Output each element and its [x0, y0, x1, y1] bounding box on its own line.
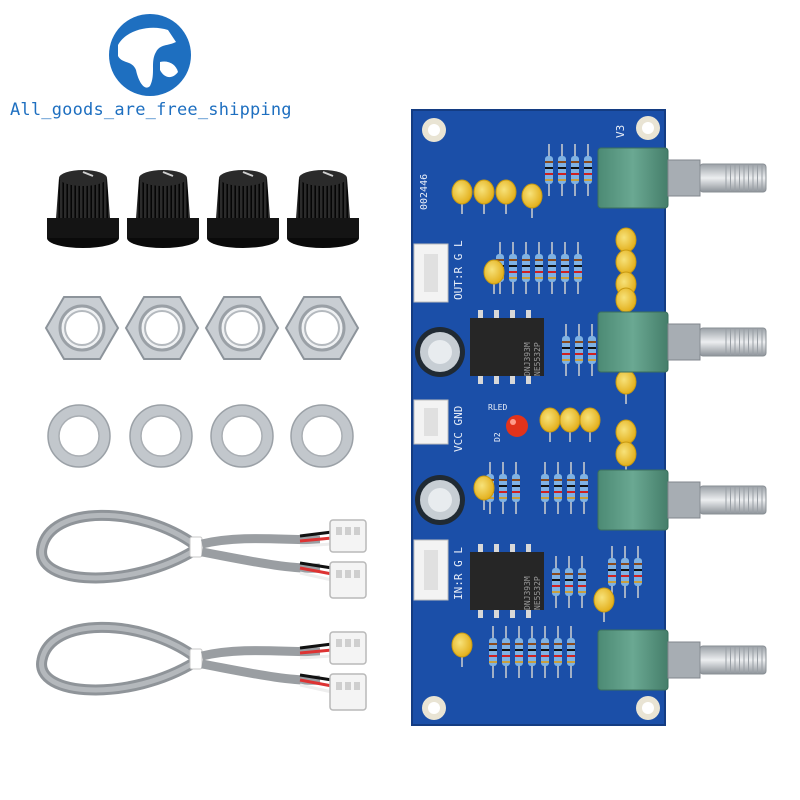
- power-connector-label: VCC GND: [452, 406, 465, 452]
- power-connector: [413, 399, 449, 445]
- washer: [210, 404, 274, 468]
- resistor: [571, 144, 579, 196]
- board-id-label: 002446: [419, 174, 430, 210]
- resistor: [558, 144, 566, 196]
- resistor: [541, 626, 549, 678]
- ceramic-capacitor: [593, 587, 615, 622]
- ceramic-capacitor: [473, 179, 495, 214]
- resistor: [499, 462, 507, 514]
- output-connector-label: OUT:R G L: [452, 240, 465, 300]
- d2-label: D2: [493, 432, 502, 442]
- ceramic-capacitor: [521, 183, 543, 218]
- washer-row: [47, 404, 354, 468]
- resistor: [489, 626, 497, 678]
- resistor: [575, 324, 583, 376]
- washer: [290, 404, 354, 468]
- input-connector: [413, 539, 449, 601]
- resistor: [634, 546, 642, 598]
- resistor: [554, 626, 562, 678]
- ceramic-capacitor: [615, 287, 637, 322]
- ceramic-capacitor: [579, 407, 601, 442]
- potentiometer: [597, 311, 767, 373]
- chip-marking: DNJ393M: [523, 576, 532, 610]
- resistor: [578, 556, 586, 608]
- resistor: [502, 626, 510, 678]
- resistor: [554, 462, 562, 514]
- resistor: [584, 144, 592, 196]
- resistor: [528, 626, 536, 678]
- resistor: [522, 242, 530, 294]
- mounting-hole: [422, 118, 446, 142]
- washer: [47, 404, 111, 468]
- resistor: [535, 242, 543, 294]
- hex-nut-row: [44, 296, 360, 360]
- resistor: [567, 626, 575, 678]
- electrolytic-capacitor: [415, 327, 465, 377]
- cable-assembly: [36, 509, 367, 599]
- resistor: [574, 242, 582, 294]
- knob: [287, 170, 359, 248]
- chip-part-number: NE5532P: [533, 576, 542, 610]
- led-label: RLED: [488, 403, 507, 412]
- jst-connector: [329, 561, 367, 599]
- hex-nut: [204, 296, 280, 360]
- hex-nut: [284, 296, 360, 360]
- resistor: [509, 242, 517, 294]
- jst-connector: [329, 519, 367, 553]
- potentiometer: [597, 469, 767, 531]
- output-connector: [413, 243, 449, 303]
- resistor: [580, 462, 588, 514]
- chip-part-number: NE5532P: [533, 342, 542, 376]
- resistor: [541, 462, 549, 514]
- resistor: [552, 556, 560, 608]
- washer: [129, 404, 193, 468]
- op-amp-chip: DNJ393M NE5532P: [470, 544, 544, 618]
- resistor: [561, 242, 569, 294]
- mounting-hole: [636, 696, 660, 720]
- red-led: [506, 415, 528, 437]
- ceramic-capacitor: [473, 475, 495, 510]
- ceramic-capacitor-group: [451, 179, 637, 667]
- resistor: [621, 546, 629, 598]
- resistor: [567, 462, 575, 514]
- knob: [207, 170, 279, 248]
- potentiometer: [597, 629, 767, 691]
- hex-nut: [124, 296, 200, 360]
- resistor: [515, 626, 523, 678]
- op-amp-chip: DNJ393M NE5532P: [470, 310, 544, 384]
- resistor: [588, 324, 596, 376]
- potentiometer-group: [597, 147, 767, 691]
- hex-nut: [44, 296, 120, 360]
- resistor: [608, 546, 616, 598]
- tone-control-pcb: 002446 V3 OUT:R G L VCC GND IN:R G L RLE…: [411, 109, 767, 726]
- chip-marking: DNJ393M: [523, 342, 532, 376]
- brand-slogan: All_goods_are_free_shipping: [10, 100, 292, 120]
- cable-assembly: [42, 627, 366, 710]
- electrolytic-capacitor: [415, 475, 465, 525]
- globe-icon: [109, 14, 191, 96]
- input-connector-label: IN:R G L: [452, 547, 465, 600]
- potentiometer: [597, 147, 767, 209]
- resistor: [565, 556, 573, 608]
- resistor: [548, 242, 556, 294]
- resistor: [545, 144, 553, 196]
- knob: [127, 170, 199, 248]
- knob-row: [47, 170, 359, 248]
- knob: [47, 170, 119, 248]
- ceramic-capacitor: [495, 179, 517, 214]
- ceramic-capacitor: [451, 179, 473, 214]
- mounting-hole: [636, 116, 660, 140]
- resistor: [512, 462, 520, 514]
- ceramic-capacitor: [539, 407, 561, 442]
- ceramic-capacitor: [483, 259, 505, 294]
- resistor: [562, 324, 570, 376]
- mounting-hole: [422, 696, 446, 720]
- ceramic-capacitor: [451, 632, 473, 667]
- version-label: V3: [614, 125, 627, 138]
